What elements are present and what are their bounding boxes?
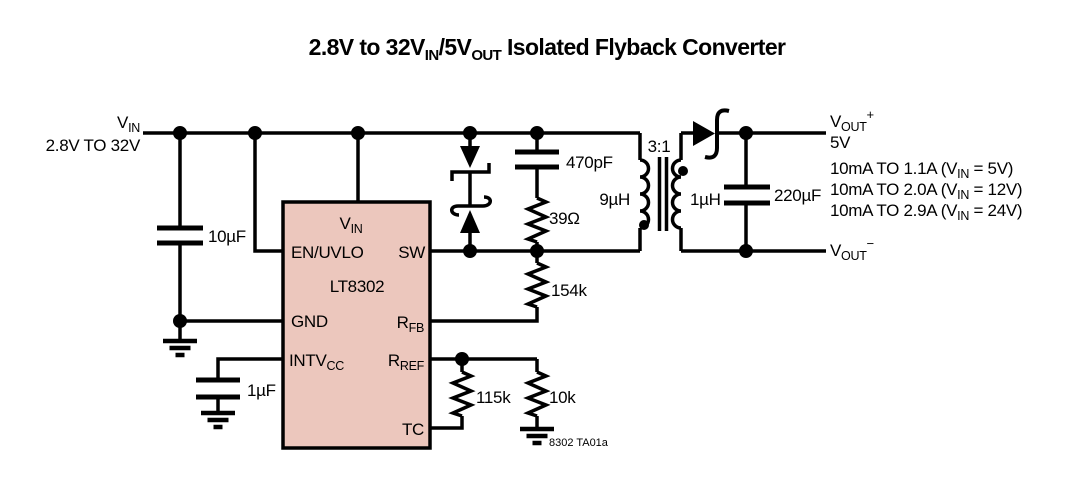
diode-right-icon <box>693 121 715 146</box>
ground-symbol-input <box>163 338 197 358</box>
ic-pin-gnd: GND <box>291 312 328 331</box>
enable-wire <box>253 133 283 253</box>
ic-pin-rref: RREF <box>388 351 425 373</box>
ic-pin-tc: TC <box>402 420 424 439</box>
r10-value: 10k <box>549 388 576 407</box>
output-section: VOUT+ 5V 10mA TO 1.1A (VIN = 5V) 10mA TO… <box>681 107 1023 263</box>
primary-polarity-dot <box>639 220 649 230</box>
diode-down-icon <box>460 146 480 168</box>
ic-pin-intvcc: INTVCC <box>289 351 344 373</box>
ic-part-number: LT8302 <box>330 277 385 296</box>
vout-minus-label: VOUT− <box>830 236 874 263</box>
rref-network: 115k 10k <box>430 352 577 430</box>
output-diode <box>681 108 826 160</box>
ic-pin-vin: VIN <box>340 214 363 236</box>
input-capacitor-10uf: 10µF <box>157 133 246 341</box>
secondary-polarity-dot <box>678 166 688 176</box>
ic-body <box>281 200 432 450</box>
feedback-resistor-154k: 154k <box>430 251 588 323</box>
curved-cathode-bar-icon <box>450 195 492 217</box>
input-rail: VIN 2.8V TO 32V <box>46 113 640 155</box>
vin-range-label: 2.8V TO 32V <box>46 136 141 155</box>
secondary-inductance: 1µH <box>690 190 721 209</box>
snubber-cap-value: 470pF <box>566 153 613 172</box>
transformer: 3:1 9µH 1µH <box>599 133 721 251</box>
turns-ratio: 3:1 <box>648 137 671 156</box>
output-rating-2: 10mA TO 2.0A (VIN = 12V) <box>830 180 1022 202</box>
vout-plus-label: VOUT+ <box>830 107 874 134</box>
figure-note: 8302 TA01a <box>549 437 609 449</box>
output-voltage-label: 5V <box>830 133 851 152</box>
input-cap-value: 10µF <box>208 227 246 246</box>
primary-winding <box>639 158 651 230</box>
figure-title: 2.8V to 32VIN/5VOUT Isolated Flyback Con… <box>309 34 786 64</box>
sw-rail <box>430 244 640 258</box>
vin-label: VIN <box>117 113 140 135</box>
rfb-value: 154k <box>551 281 587 300</box>
output-capacitor-220uf: 220µF <box>724 126 821 258</box>
curved-cathode-bar-icon <box>704 108 730 160</box>
r115-value: 115k <box>476 388 511 407</box>
rc-snubber: 470pF 39Ω <box>515 133 613 251</box>
resistor-154k <box>523 261 551 309</box>
ic-pin-rfb: RFB <box>397 313 424 335</box>
diode-up-icon <box>460 210 480 233</box>
output-rating-1: 10mA TO 1.1A (VIN = 5V) <box>830 159 1013 181</box>
resistor-115k <box>448 370 476 418</box>
ic-pin-sw: SW <box>398 243 425 262</box>
output-rating-3: 10mA TO 2.9A (VIN = 24V) <box>830 201 1022 223</box>
ground-symbol-10k <box>520 426 554 446</box>
intvcc-capacitor-1uf: 1µF <box>196 357 283 413</box>
primary-inductance: 9µH <box>599 190 630 209</box>
vcc-cap-value: 1µF <box>247 381 276 400</box>
ic-pin-en-uvlo: EN/UVLO <box>291 243 364 262</box>
snubber-res-value: 39Ω <box>549 209 580 228</box>
output-cap-value: 220µF <box>774 186 821 205</box>
dz-snubber-clamp <box>450 133 492 251</box>
secondary-winding <box>670 158 682 230</box>
resistor-10k <box>523 370 551 418</box>
resistor-39ohm <box>523 196 551 244</box>
ground-symbol-1uf <box>201 410 235 430</box>
ic-lt8302: VIN EN/UVLO SW LT8302 GND RFB INTVCC RRE… <box>281 200 432 450</box>
